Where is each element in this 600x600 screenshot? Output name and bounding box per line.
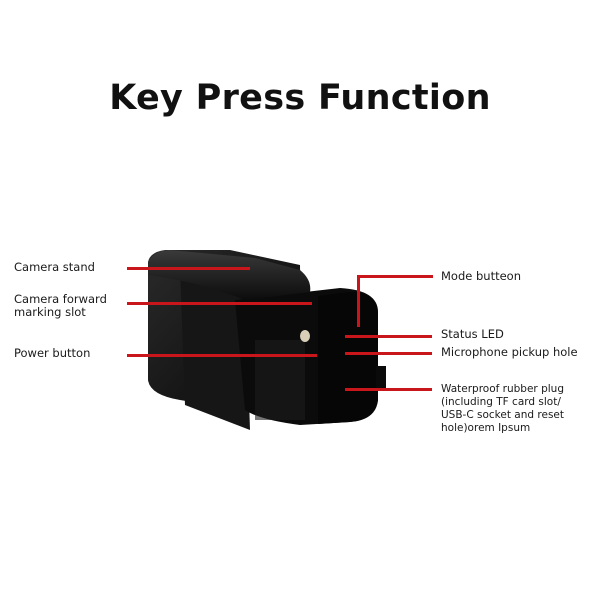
callout-line-camera-stand bbox=[127, 267, 250, 270]
callout-line-camera-forward-marking-slot bbox=[127, 302, 312, 305]
callout-line-mode-button-vertical bbox=[357, 275, 360, 327]
label-mode-button: Mode butteon bbox=[441, 269, 521, 283]
label-camera-forward-marking-slot: Camera forward marking slot bbox=[14, 293, 107, 319]
label-waterproof-line2: (including TF card slot/ bbox=[441, 396, 561, 408]
callout-line-mode-button bbox=[357, 275, 433, 278]
label-waterproof-rubber-plug: Waterproof rubber plug (including TF car… bbox=[441, 383, 564, 435]
label-camera-stand: Camera stand bbox=[14, 260, 95, 274]
page-title: Key Press Function bbox=[109, 78, 491, 118]
label-microphone-pickup-hole: Microphone pickup hole bbox=[441, 345, 578, 359]
label-camera-forward-line1: Camera forward bbox=[14, 292, 107, 306]
callout-line-microphone-pickup-hole bbox=[345, 352, 432, 355]
label-camera-forward-line2: marking slot bbox=[14, 305, 86, 319]
label-status-led: Status LED bbox=[441, 327, 504, 341]
callout-line-status-led bbox=[345, 335, 432, 338]
label-waterproof-line3: USB-C socket and reset bbox=[441, 409, 564, 421]
label-power-button: Power button bbox=[14, 346, 91, 360]
callout-line-waterproof-rubber-plug bbox=[345, 388, 432, 391]
callout-line-power-button bbox=[127, 354, 317, 357]
label-waterproof-line4: hole)orem Ipsum bbox=[441, 422, 531, 434]
label-waterproof-line1: Waterproof rubber plug bbox=[441, 383, 564, 395]
